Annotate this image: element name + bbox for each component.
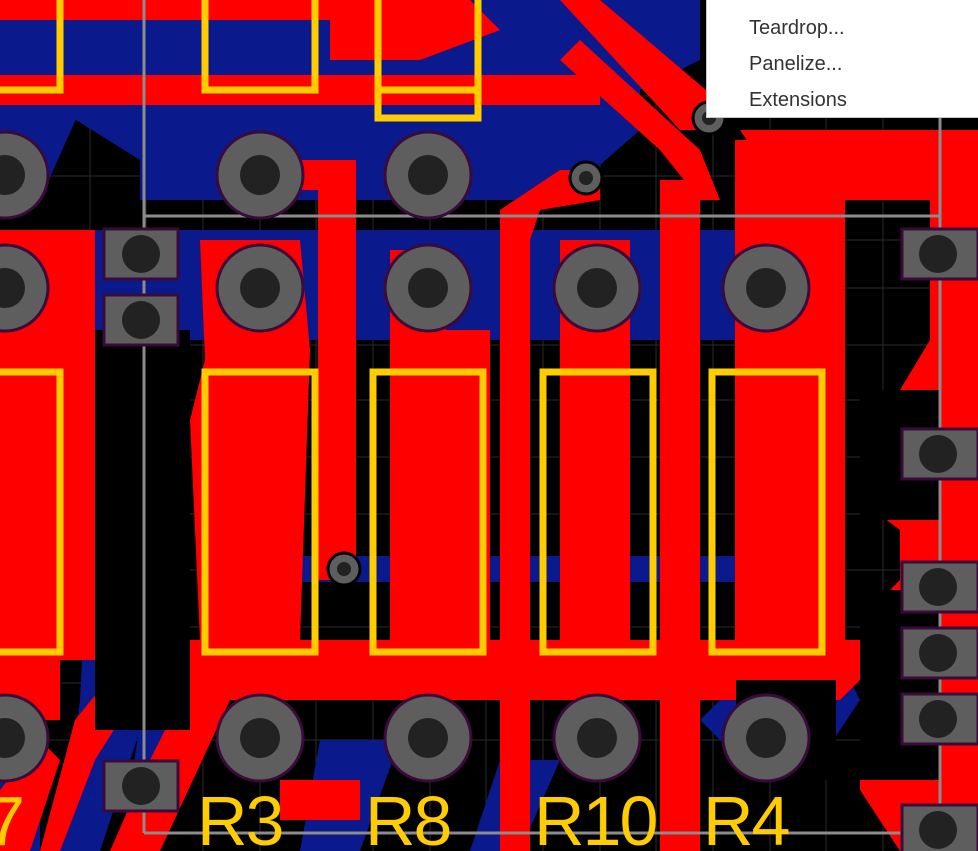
pad (215, 130, 305, 220)
pad (0, 243, 50, 333)
pad (215, 693, 305, 783)
pad (900, 626, 978, 680)
pad (0, 130, 50, 220)
pad (721, 243, 811, 333)
pad (102, 759, 180, 813)
square-pads (102, 227, 978, 851)
designator-label: R3 (197, 782, 282, 851)
pad (102, 293, 180, 347)
menu-item-teardrop[interactable]: Teardrop... (749, 17, 845, 39)
pad (0, 693, 50, 783)
pad (552, 243, 642, 333)
context-menu: Teardrop... Panelize... Extensions (706, 0, 978, 118)
pad (383, 130, 473, 220)
designator-label: R10 (534, 782, 656, 851)
pad (383, 693, 473, 783)
pad (900, 427, 978, 481)
pad (900, 227, 978, 281)
designator-label: R4 (703, 782, 789, 851)
designators: 7 R3 R8 R10 R4 (0, 782, 791, 851)
designator-label: R8 (365, 782, 450, 851)
pad (721, 693, 811, 783)
round-pads (0, 130, 811, 783)
pad (900, 560, 978, 614)
pad (383, 243, 473, 333)
pad (552, 693, 642, 783)
pad (102, 227, 180, 281)
menu-item-extensions[interactable]: Extensions (749, 89, 847, 111)
silkscreen (0, 0, 826, 656)
pad (900, 692, 978, 746)
pad (215, 243, 305, 333)
pad (900, 803, 978, 851)
designator-label: 7 (0, 782, 23, 851)
menu-item-panelize[interactable]: Panelize... (749, 53, 843, 75)
